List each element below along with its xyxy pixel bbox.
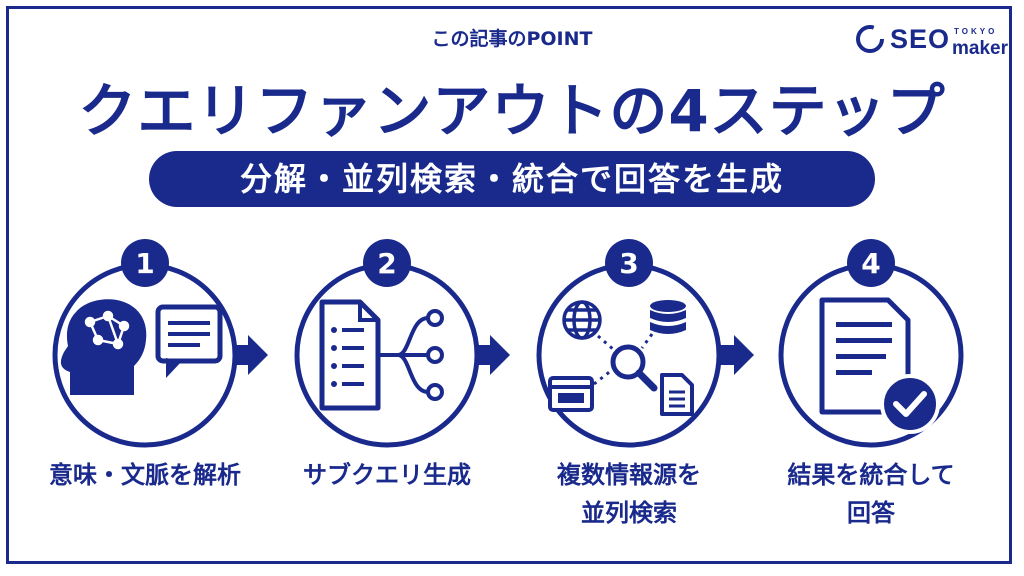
step-number-3: 3 [619,247,638,280]
subtitle-pill: 分解・並列検索・統合で回答を生成 [149,151,875,207]
logo-circle-icon [856,25,884,53]
head-brain-chat-icon [60,299,223,395]
step-badge-1: 1 [121,239,169,287]
arrow-1-2 [236,335,268,375]
step-number-2: 2 [377,247,396,280]
document-check-icon [819,297,940,434]
step-number-4: 4 [861,247,880,280]
logo: SEO TOKYO maker [854,20,1008,60]
logo-bottom-text: maker [952,38,1008,59]
step-label-1: 意味・文脈を解析 [49,461,241,489]
step-badge-3: 3 [605,239,653,287]
kicker-text: この記事のPOINT [431,28,593,50]
subtitle-text: 分解・並列検索・統合で回答を生成 [239,160,784,198]
logo-top-text: TOKYO [954,27,998,36]
step-badge-2: 2 [363,239,411,287]
step-label-2: サブクエリ生成 [303,461,471,489]
step-label-3: 複数情報源を 並列検索 [557,461,701,527]
document-branch-icon [319,299,444,411]
page-title: クエリファンアウトの4ステップ [78,77,946,145]
arrow-2-3 [478,335,510,375]
step-label-4: 結果を統合して 回答 [787,461,955,527]
logo-main-text: SEO [890,24,951,54]
search-sources-icon [548,300,694,416]
step-badge-4: 4 [847,239,895,287]
step-number-1: 1 [135,247,154,280]
arrow-3-4 [720,335,754,375]
